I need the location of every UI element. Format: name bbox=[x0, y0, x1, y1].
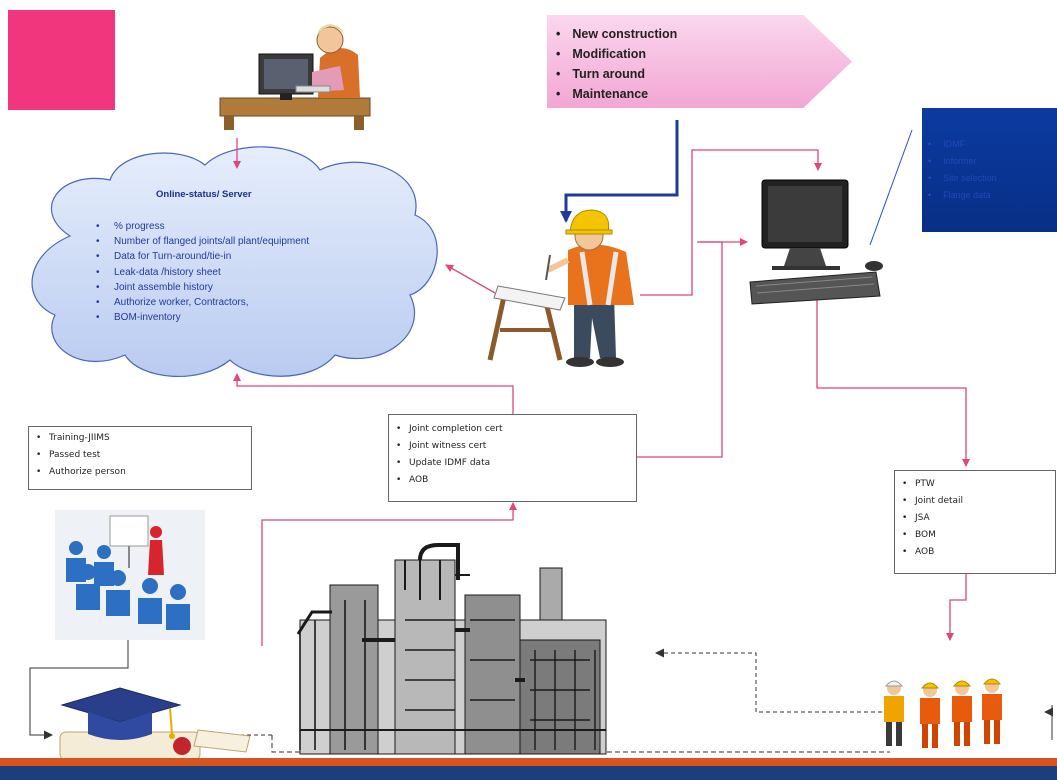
construction-workers-icon bbox=[884, 678, 1002, 748]
work-type-to-engineer-arrow bbox=[560, 120, 679, 223]
computer-to-permit-connector bbox=[816, 300, 970, 467]
desktop-computer-icon bbox=[749, 179, 883, 305]
cert-to-cloud-connector bbox=[233, 373, 514, 414]
server-cloud-item: Joint assemble history bbox=[96, 280, 346, 295]
server-cloud-item: % progress bbox=[96, 219, 346, 234]
training-box: Training-JIIMS Passed test Authorize per… bbox=[28, 426, 252, 490]
permit-item: BOM bbox=[895, 527, 1055, 544]
server-cloud-title: Online-status/ Server bbox=[156, 189, 252, 200]
work-type-item: Modification bbox=[556, 44, 677, 64]
server-cloud-item: Data for Turn-around/tie-in bbox=[96, 249, 346, 264]
server-cloud-item: Number of flanged joints/all plant/equip… bbox=[96, 234, 346, 249]
permit-item: Joint detail bbox=[895, 493, 1055, 510]
training-item: Passed test bbox=[29, 447, 251, 464]
engineer-to-computer-connector bbox=[640, 149, 822, 296]
footer-dashed-line bbox=[271, 735, 890, 753]
monitor-panel-item: Site selection bbox=[928, 170, 997, 187]
monitor-panel-item: Informer bbox=[928, 153, 997, 170]
connector-lines bbox=[233, 138, 970, 646]
work-type-list: New construction Modification Turn aroun… bbox=[556, 24, 677, 104]
certificate-item: Joint witness cert bbox=[389, 438, 636, 455]
training-item: Authorize person bbox=[29, 464, 251, 481]
pink-square bbox=[8, 10, 115, 110]
work-type-item: Turn around bbox=[556, 64, 677, 84]
engineer-at-drafting-table-icon bbox=[487, 209, 634, 367]
training-to-graduation-connector bbox=[29, 638, 129, 740]
computer-to-panel-line bbox=[869, 129, 913, 246]
certificate-item: AOB bbox=[389, 472, 636, 489]
footer-orange-band bbox=[0, 758, 1057, 767]
work-type-item: Maintenance bbox=[556, 84, 677, 104]
dashed-connectors bbox=[29, 638, 1053, 753]
cert-to-computer-connector bbox=[636, 241, 723, 458]
classroom-presentation-icon bbox=[55, 510, 205, 640]
certificates-box: Joint completion cert Joint witness cert… bbox=[388, 414, 637, 502]
server-cloud-item: BOM-inventory bbox=[96, 310, 346, 325]
engineer-to-cloud-connector bbox=[445, 264, 496, 294]
training-item: Training-JIIMS bbox=[29, 430, 251, 447]
certificate-item: Joint completion cert bbox=[389, 421, 636, 438]
server-cloud-list: % progress Number of flanged joints/all … bbox=[96, 219, 346, 326]
monitor-panel-item: Flange data bbox=[928, 187, 997, 204]
server-cloud-item: Leak-data /history sheet bbox=[96, 265, 346, 280]
person-at-computer-icon bbox=[219, 24, 371, 130]
plant-to-cert-connector bbox=[261, 502, 517, 646]
graduation-cap-diploma-icon bbox=[59, 687, 251, 761]
permit-box: PTW Joint detail JSA BOM AOB bbox=[894, 470, 1056, 574]
permit-item: AOB bbox=[895, 544, 1055, 561]
industrial-plant-icon bbox=[296, 543, 607, 755]
permit-item: JSA bbox=[895, 510, 1055, 527]
footer-blue-band bbox=[0, 766, 1057, 780]
permit-item: PTW bbox=[895, 476, 1055, 493]
certificate-item: Update IDMF data bbox=[389, 455, 636, 472]
monitor-panel-item: IDMF bbox=[928, 136, 997, 153]
workers-to-plant-connector bbox=[655, 648, 882, 713]
permit-to-workers-connector bbox=[946, 574, 967, 641]
monitor-panel-list: IDMF Informer Site selection Flange data bbox=[928, 136, 997, 204]
server-cloud-item: Authorize worker, Contractors, bbox=[96, 295, 346, 310]
work-type-item: New construction bbox=[556, 24, 677, 44]
